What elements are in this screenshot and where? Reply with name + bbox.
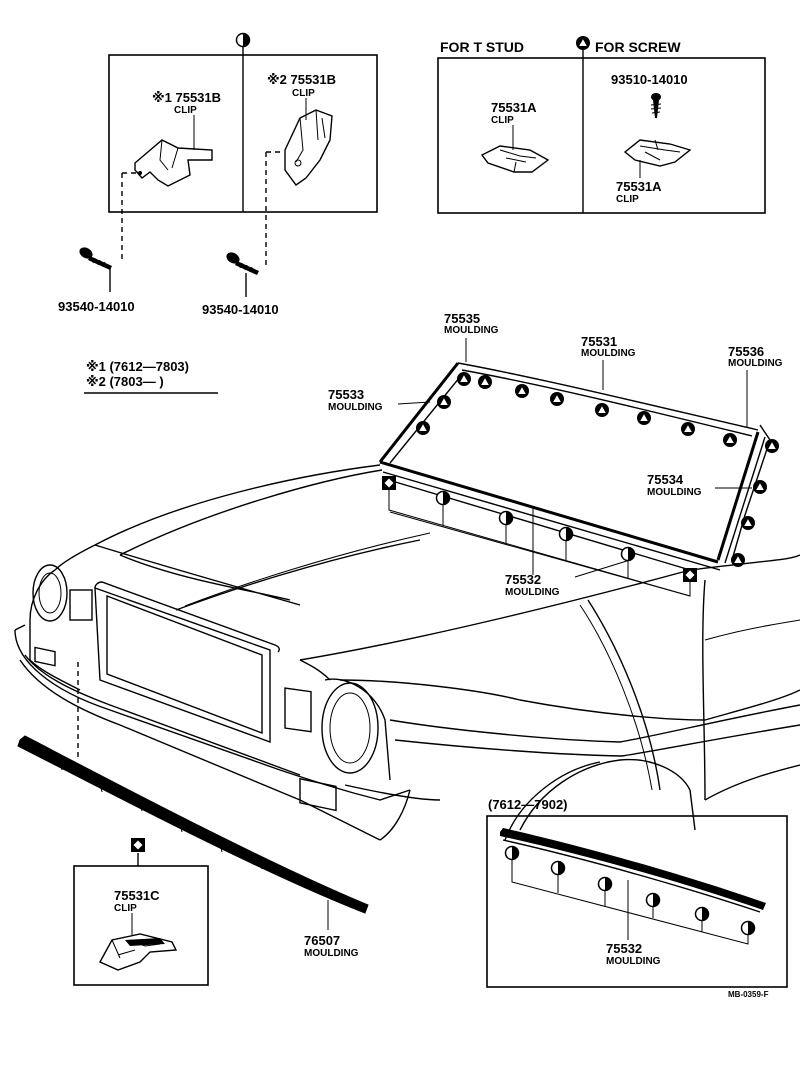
clip-c-symbol-icon bbox=[683, 568, 697, 582]
screw-clip-part-number: 75531A bbox=[616, 179, 662, 194]
car-body-drawing bbox=[14, 464, 800, 841]
screw-symbol-icon bbox=[416, 421, 430, 435]
screw-symbol-icon bbox=[595, 403, 609, 417]
screw-symbol-icon bbox=[723, 433, 737, 447]
screw1-part-number: 93540-14010 bbox=[58, 299, 135, 314]
lower-moulding-76507: 76507 MOULDING bbox=[17, 662, 369, 959]
clip-a-box: FOR T STUD FOR SCREW 75531A CLIP 93510-1… bbox=[437, 36, 766, 214]
clip-c-box-frame bbox=[73, 865, 209, 986]
screw-clip-name: CLIP bbox=[616, 194, 639, 205]
t-stud-symbol-icon bbox=[498, 510, 514, 526]
m75532-name: MOULDING bbox=[505, 587, 560, 598]
screw-symbol-icon bbox=[437, 395, 451, 409]
m75533-name: MOULDING bbox=[328, 402, 383, 413]
t-stud-symbol-icon bbox=[597, 876, 613, 892]
m75532-part-number: 75532 bbox=[505, 572, 541, 587]
m75535-part-number: 75535 bbox=[444, 311, 480, 326]
screw-symbol-icon bbox=[765, 439, 779, 453]
clip-b-box: ※1 75531B CLIP ※2 75531B CLIP 93540-140 bbox=[58, 32, 378, 317]
clip-a-box-frame bbox=[437, 57, 766, 214]
m75536-name: MOULDING bbox=[728, 358, 783, 369]
inset-range: (7612—7902) bbox=[488, 797, 568, 812]
inset-part-name: MOULDING bbox=[606, 956, 661, 967]
screw-symbol-icon bbox=[550, 392, 564, 406]
clip-75531a-screw-icon bbox=[623, 139, 692, 167]
clip-c-symbol-icon bbox=[131, 838, 145, 852]
t-stud-symbol-icon bbox=[558, 526, 574, 542]
windshield-mouldings: 75535 MOULDING 75531 MOULDING 75536 MOUL… bbox=[328, 311, 783, 791]
m75534-part-number: 75534 bbox=[647, 472, 684, 487]
t-stud-symbol-icon bbox=[235, 32, 251, 48]
t-stud-header: FOR T STUD bbox=[440, 39, 524, 55]
screw-symbol-icon bbox=[731, 553, 745, 567]
t-stud-symbol-icon bbox=[620, 546, 636, 562]
screw-part-number: 93510-14010 bbox=[611, 72, 688, 87]
clip1-name: CLIP bbox=[174, 105, 197, 116]
clip-75531b-v1-icon bbox=[134, 139, 213, 187]
inset-box: (7612—7902) 75532 MOULDING bbox=[486, 797, 788, 988]
inset-frame bbox=[486, 815, 788, 988]
screw2-part-number: 93540-14010 bbox=[202, 302, 279, 317]
clip1-part-number: ※1 75531B bbox=[152, 90, 221, 105]
t-stud-symbol-icon bbox=[645, 892, 661, 908]
catalog-code: MB-0359-F bbox=[728, 990, 769, 999]
m75533-part-number: 75533 bbox=[328, 387, 364, 402]
clip-c-box: 75531C CLIP bbox=[73, 838, 209, 986]
t-stud-symbol-icon bbox=[740, 920, 756, 936]
screw-symbol-icon bbox=[457, 372, 471, 386]
t-stud-clip-part-number: 75531A bbox=[491, 100, 537, 115]
clip2-part-number: ※2 75531B bbox=[267, 72, 336, 87]
clip-c-name: CLIP bbox=[114, 903, 137, 914]
m76507-name: MOULDING bbox=[304, 948, 359, 959]
footnote-2: ※2 (7803— ) bbox=[86, 374, 164, 389]
m75536-part-number: 75536 bbox=[728, 344, 764, 359]
screw-icon bbox=[226, 252, 259, 275]
clip-75531c-icon bbox=[99, 933, 178, 971]
screw-symbol-icon bbox=[753, 480, 767, 494]
m75531-part-number: 75531 bbox=[581, 334, 617, 349]
m75533-leader bbox=[397, 401, 431, 405]
m75535-name: MOULDING bbox=[444, 325, 499, 336]
t-stud-symbol-icon bbox=[435, 490, 451, 506]
m75531-name: MOULDING bbox=[581, 348, 636, 359]
t-stud-symbol-icon bbox=[504, 845, 520, 861]
clip-c-symbol-icon bbox=[382, 476, 396, 490]
screw-vertical-icon bbox=[650, 93, 662, 118]
screw-symbol-icon bbox=[741, 516, 755, 530]
m75534-name: MOULDING bbox=[647, 487, 702, 498]
m76507-part-number: 76507 bbox=[304, 933, 340, 948]
screw-symbol-icon bbox=[515, 384, 529, 398]
t-stud-symbol-icon bbox=[550, 860, 566, 876]
m75532-leader-2 bbox=[574, 559, 631, 578]
inset-part-number: 75532 bbox=[606, 941, 642, 956]
screw-symbol-icon bbox=[637, 411, 651, 425]
screw-symbol-icon bbox=[478, 375, 492, 389]
screw-icon bbox=[79, 247, 112, 270]
t-stud-clip-name: CLIP bbox=[491, 115, 514, 126]
footnote-1: ※1 (7612—7803) bbox=[86, 359, 189, 374]
screw-header: FOR SCREW bbox=[595, 39, 681, 55]
screw-symbol-icon bbox=[576, 36, 590, 50]
clip-75531a-t-stud-icon bbox=[480, 145, 550, 173]
clip-75531b-v2-icon bbox=[284, 109, 333, 186]
clip2-name: CLIP bbox=[292, 88, 315, 99]
t-stud-symbol-icon bbox=[694, 906, 710, 922]
screw-symbol-icon bbox=[681, 422, 695, 436]
clip-c-part-number: 75531C bbox=[114, 888, 160, 903]
